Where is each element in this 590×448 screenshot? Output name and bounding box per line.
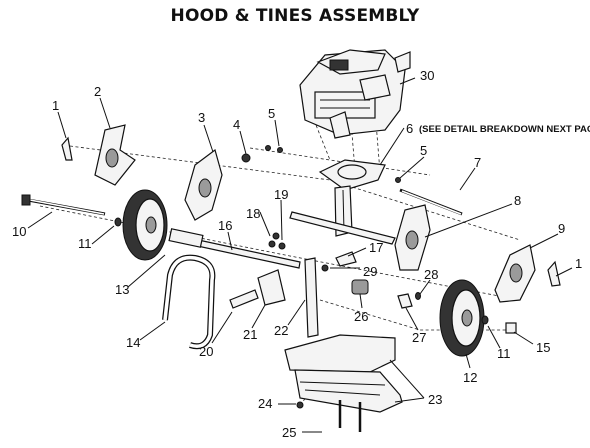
tine-8 [394,204,431,271]
tine-9 [494,244,536,303]
callout-21: 21 [243,327,257,342]
callout-23: 23 [428,392,442,407]
callout-26: 26 [354,309,368,324]
depth-stake [229,257,319,338]
callout-12: 12 [463,370,477,385]
diagram-title: HOOD & TINES ASSEMBLY [170,6,420,26]
left-wheel [122,189,168,261]
right-wheel [439,279,485,357]
detail-note: (SEE DETAIL BREAKDOWN NEXT PAGE) [419,124,590,135]
callout-17: 17 [369,240,383,255]
callout-3: 3 [198,110,205,125]
callout-1a: 1 [52,98,59,113]
tine-3 [184,148,223,221]
hood [284,334,403,413]
callout-5a: 5 [268,106,275,121]
callout-29: 29 [363,264,377,279]
callout-24: 24 [258,396,272,411]
callout-14: 14 [126,335,140,350]
callout-19: 19 [274,187,288,202]
callout-30: 30 [420,68,434,83]
callout-11a: 11 [78,236,92,251]
callout-13: 13 [115,282,129,297]
callout-9: 9 [558,221,565,236]
callout-6: 6 [406,121,413,136]
long-bolt-10 [21,194,106,216]
hardware [61,136,561,432]
callout-8: 8 [514,193,521,208]
callout-15: 15 [536,340,550,355]
callout-11b: 11 [497,346,511,361]
callout-25: 25 [282,425,296,440]
callout-16: 16 [218,218,232,233]
callout-28: 28 [424,267,438,282]
callout-2: 2 [94,84,101,99]
tine-2 [94,124,136,186]
callout-22: 22 [274,323,288,338]
callout-7: 7 [474,155,481,170]
wheel-bar [162,254,216,350]
leader-lines [27,77,573,433]
callout-4: 4 [233,117,240,132]
callout-10: 10 [12,224,26,239]
callout-5b: 5 [420,143,427,158]
callout-27: 27 [412,330,426,345]
callout-20: 20 [199,344,213,359]
axle-rod [168,228,301,269]
callout-1b: 1 [575,256,582,271]
engine [299,49,411,139]
callout-18: 18 [246,206,260,221]
long-bolt-7 [399,188,463,216]
gearbox-housing [289,159,396,245]
callouts: 1 2 3 4 5 6 (SEE DETAIL BREAKDOWN NEXT P… [12,68,590,440]
